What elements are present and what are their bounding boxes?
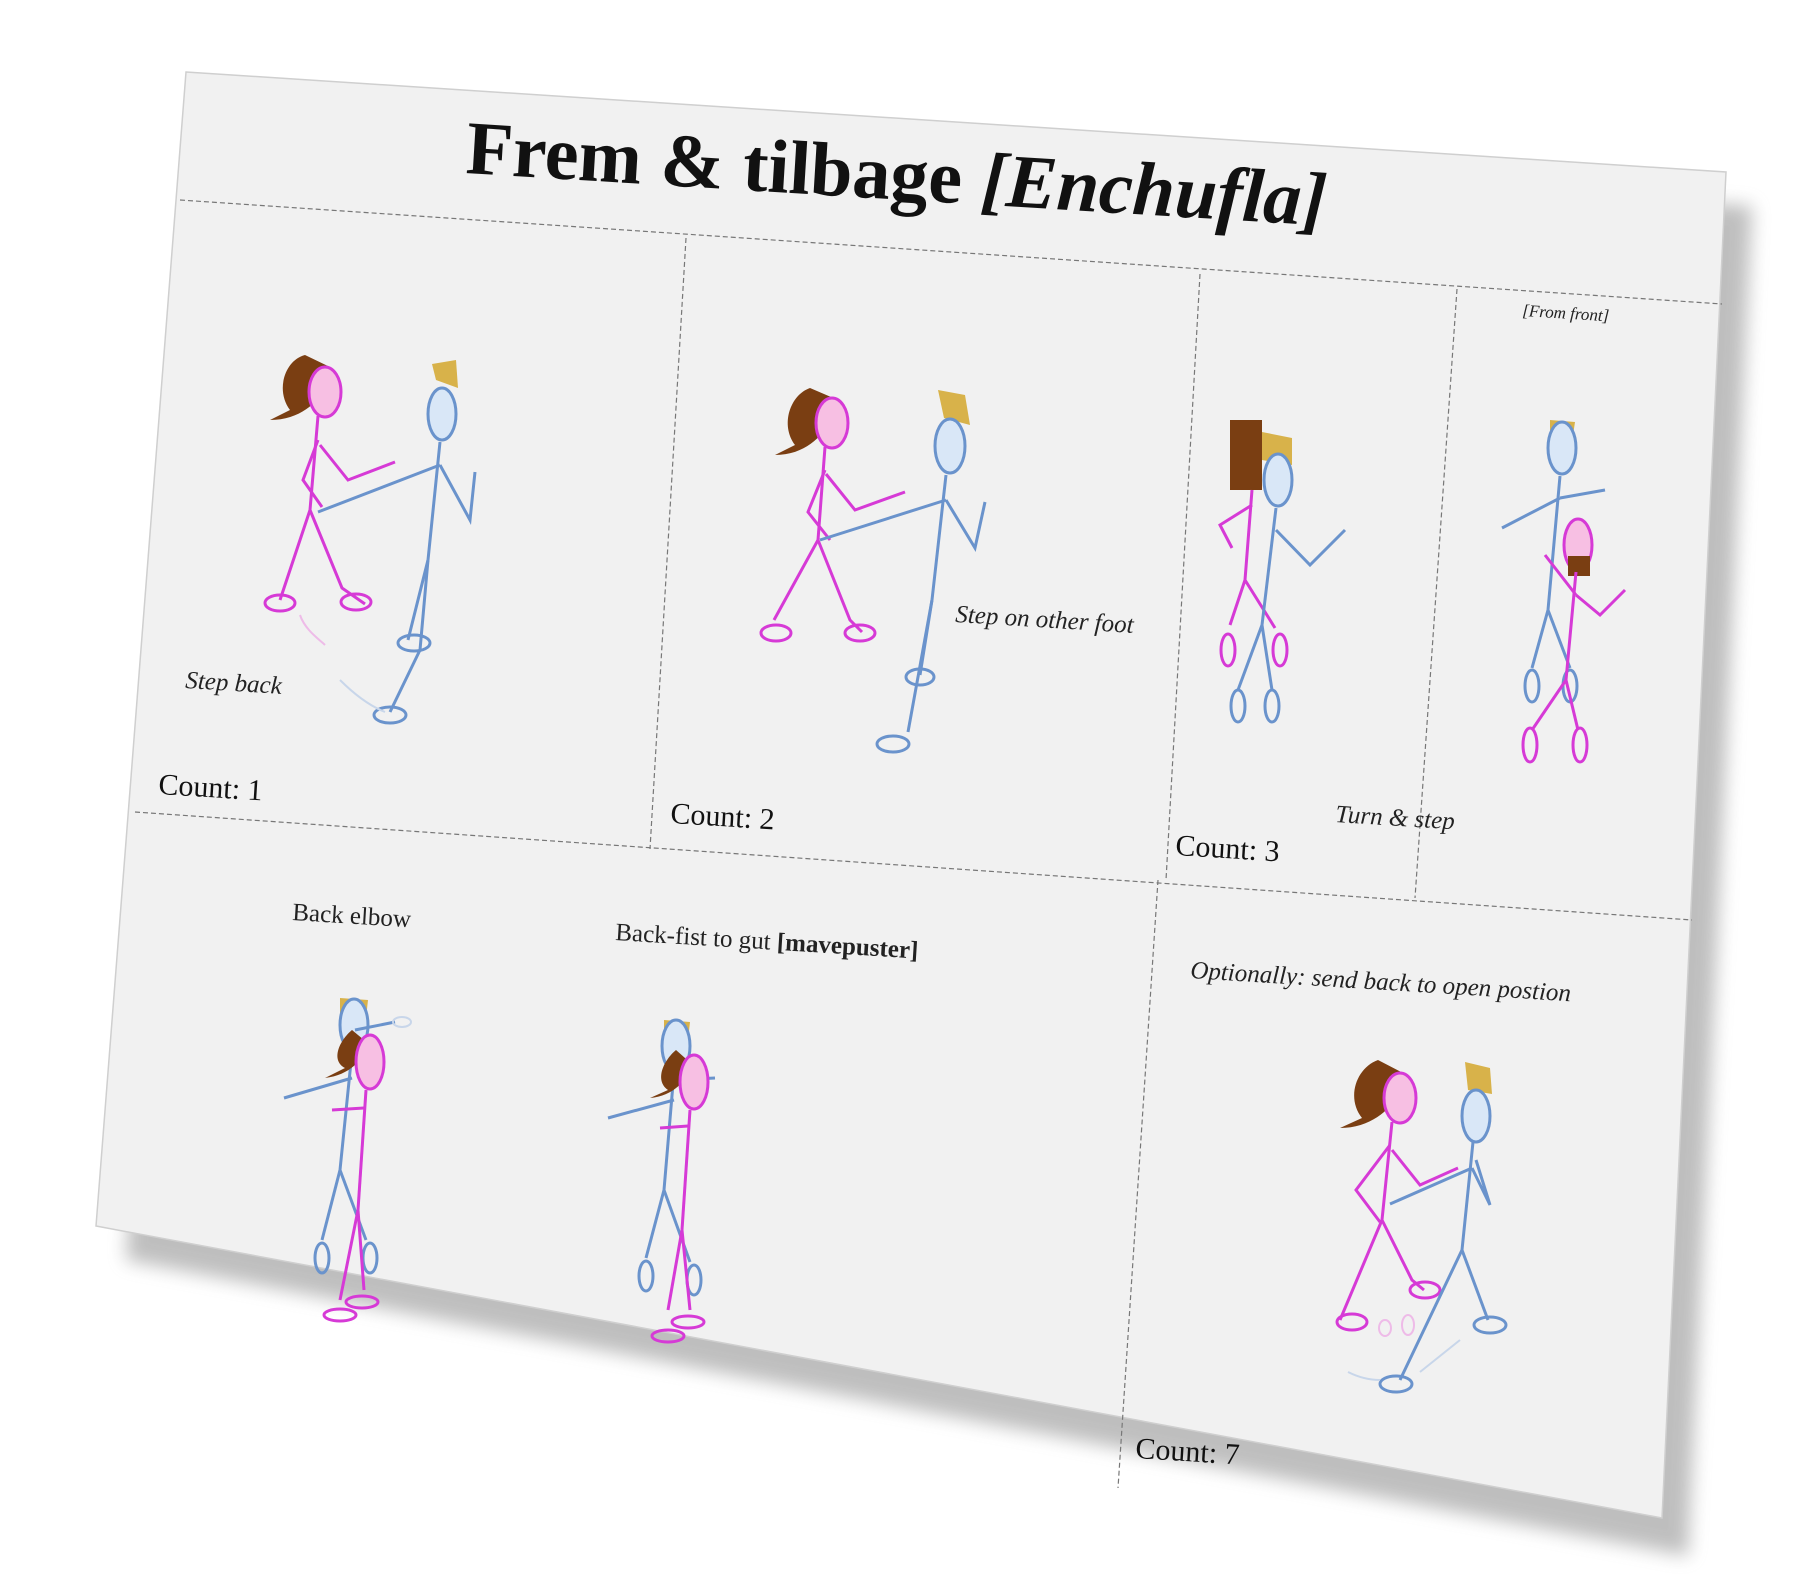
man-foot xyxy=(875,734,911,754)
woman-figure xyxy=(650,1050,710,1344)
man-head xyxy=(426,386,458,442)
woman-foot xyxy=(650,1328,686,1344)
panel-count-1: Step back Count: 1 xyxy=(158,355,477,807)
woman-foot xyxy=(759,623,793,643)
woman-head xyxy=(307,365,343,419)
man-head xyxy=(1262,452,1294,508)
woman-foot xyxy=(263,593,297,613)
woman-head xyxy=(1382,1071,1418,1125)
woman-hair xyxy=(1340,1060,1405,1128)
woman-foot xyxy=(1521,726,1539,764)
man-foot xyxy=(313,1241,331,1275)
man-figure xyxy=(1347,1062,1508,1394)
man-head xyxy=(933,417,967,475)
woman-foot xyxy=(1408,1280,1442,1300)
man-foot xyxy=(637,1259,655,1293)
woman-hair xyxy=(325,1030,370,1078)
woman-foot xyxy=(1271,632,1289,668)
man-figure-back xyxy=(1229,432,1347,724)
man-hair xyxy=(432,360,458,388)
woman-figure-front xyxy=(1521,517,1627,764)
man-foot xyxy=(1378,1374,1414,1394)
woman-foot xyxy=(1219,632,1237,668)
woman-foot xyxy=(322,1307,358,1323)
woman-foot xyxy=(1335,1312,1369,1332)
woman-foot xyxy=(344,1294,380,1310)
woman-foot xyxy=(1571,726,1589,764)
count-label-2: Count: 2 xyxy=(670,797,776,836)
man-hair xyxy=(1465,1062,1492,1094)
man-hair xyxy=(938,390,970,425)
woman-figure xyxy=(322,1030,386,1323)
woman-head xyxy=(814,396,850,450)
man-foot xyxy=(904,667,936,687)
woman-hair xyxy=(1568,556,1590,576)
woman-figure xyxy=(263,355,396,646)
man-figure xyxy=(819,390,987,754)
man-foot xyxy=(1523,668,1541,704)
man-foot xyxy=(396,633,432,653)
woman-figure-back xyxy=(1218,420,1289,668)
woman-hair xyxy=(1230,420,1262,490)
woman-foot xyxy=(670,1314,706,1330)
count-label-3: Count: 3 xyxy=(1175,829,1281,868)
caption-step-back: Step back xyxy=(185,667,284,700)
man-figure-front xyxy=(1501,420,1606,704)
woman-head xyxy=(354,1033,386,1091)
woman-foot xyxy=(843,623,877,643)
woman-figure xyxy=(759,388,906,643)
man-figure xyxy=(317,360,477,725)
man-foot xyxy=(1472,1315,1508,1335)
count-label-1: Count: 1 xyxy=(158,768,264,807)
man-head xyxy=(1546,420,1578,476)
woman-head xyxy=(678,1053,710,1111)
panel-count-3: [From front] Turn & step xyxy=(1175,301,1627,868)
man-head xyxy=(1460,1088,1492,1144)
panel-borders xyxy=(134,199,1723,1489)
man-foot xyxy=(1229,688,1247,724)
woman-figure xyxy=(1335,1060,1459,1337)
woman-foot xyxy=(339,592,373,612)
man-foot xyxy=(1263,688,1281,724)
count-label-7: Count: 7 xyxy=(1135,1432,1241,1471)
sheet xyxy=(95,71,1727,1519)
man-foot xyxy=(372,705,408,725)
